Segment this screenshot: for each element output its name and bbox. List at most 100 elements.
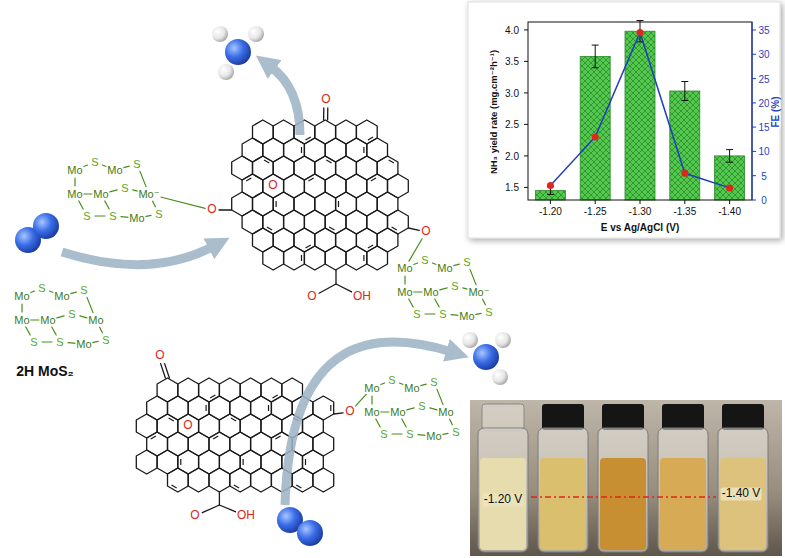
mo-atom: Mo (396, 262, 413, 274)
mo-s-bond (475, 313, 481, 314)
double-bond (389, 160, 394, 163)
oxygen-group: O (420, 225, 431, 238)
nitrogen-molecule (15, 213, 59, 253)
mo-atom: Mo (363, 406, 380, 418)
s-atom: S (29, 336, 38, 348)
right-ticks (752, 30, 756, 200)
mo-s-bond (402, 419, 406, 427)
carboxyl-bond (219, 505, 235, 512)
double-bond (306, 137, 311, 140)
double-bond (169, 418, 174, 421)
link-bond (334, 413, 343, 414)
reaction-arrows (62, 66, 452, 505)
mo-atom: Mo (106, 164, 123, 176)
s-atom: S (120, 182, 129, 194)
mo-s-bond (420, 384, 427, 386)
double-bond (326, 160, 331, 163)
carbon-ring (325, 246, 346, 270)
double-bond (363, 255, 364, 261)
s-atom: S (37, 282, 46, 294)
axis-tick-label: 35 (757, 25, 770, 36)
s-atom: S (420, 254, 429, 266)
axis-tick-label: -1.40 (717, 206, 742, 217)
chart-panel (468, 2, 780, 238)
double-bond (363, 147, 364, 153)
mo-s-bond (140, 171, 146, 186)
axis-tick-label: 3.5 (504, 56, 520, 67)
s-atom: S (379, 428, 388, 440)
double-bond (368, 245, 373, 248)
double-bond (301, 255, 302, 261)
mo-atom: Mo (396, 286, 413, 298)
carbon-ring (346, 246, 367, 270)
s-atom: S (108, 210, 117, 222)
axis-tick-label: 5 (760, 170, 768, 181)
mo-s-bond (470, 269, 476, 284)
double-bond (273, 395, 278, 398)
n-atom (473, 344, 499, 370)
mo-atom: Mo (363, 382, 380, 394)
double-bond (392, 227, 397, 230)
s-atom: S (132, 158, 141, 170)
double-bond (268, 405, 269, 411)
h-atom (492, 369, 508, 385)
h-atom (218, 64, 234, 80)
s-atom: S (82, 210, 91, 222)
double-bond (264, 160, 269, 163)
mo-atom: Mo (422, 286, 439, 298)
n-atom (225, 39, 251, 65)
axis-tick-label: -1.35 (672, 206, 697, 217)
mo-s-bond (52, 327, 56, 335)
double-bond (180, 459, 181, 465)
x-ticks (550, 200, 729, 204)
carboxyl-bond (319, 284, 336, 293)
double-bond (231, 418, 236, 421)
s-atom: S (438, 308, 447, 320)
curved-arrow (270, 66, 300, 135)
carboxyl-bond (335, 270, 336, 284)
carboxyl-bond (202, 505, 219, 513)
mo-atom: Mo (389, 406, 406, 418)
s-atom: S (462, 256, 471, 268)
link-bond (408, 228, 419, 230)
double-bond (276, 201, 277, 207)
graphene-sheets (136, 120, 408, 492)
carboxyl-bond (219, 492, 220, 505)
nitrogen-molecule (277, 507, 323, 546)
axis-tick-label: -1.30 (628, 206, 653, 217)
bars (535, 31, 744, 200)
mo-s-bond (439, 288, 447, 290)
double-bond (329, 227, 334, 230)
mo-s-bond (95, 215, 105, 216)
double-bond (210, 395, 215, 398)
mo-s-bond (123, 166, 130, 168)
carbonyl-bond (323, 108, 324, 120)
s-atom: S (67, 308, 76, 320)
mo-s-bond (105, 201, 109, 209)
double-bond (305, 459, 306, 465)
double-bond (243, 459, 244, 465)
h-atom (462, 332, 478, 348)
fe-line (550, 32, 729, 188)
oxygen-group: O (189, 509, 200, 522)
mo-s-bond (371, 396, 372, 404)
double-bond (206, 405, 207, 411)
h-atom (248, 26, 264, 42)
double-bond (371, 178, 376, 181)
mo-atom: Mo (13, 314, 30, 326)
mo-atom: Mo⁻ (467, 286, 490, 298)
carbon-ring (313, 468, 334, 492)
double-bond (267, 227, 272, 230)
mo-s-bond (42, 341, 52, 342)
mo-s-bond (56, 316, 64, 318)
carbon-ring (367, 246, 388, 270)
mo-atom: Mo (13, 290, 30, 302)
bar (580, 56, 610, 200)
carbonyl-bond (327, 108, 328, 120)
double-bond (306, 245, 311, 248)
photo-background (470, 400, 782, 556)
mo-s-bond (437, 389, 443, 404)
carbon-ring (263, 246, 284, 270)
s-atom: S (405, 428, 414, 440)
